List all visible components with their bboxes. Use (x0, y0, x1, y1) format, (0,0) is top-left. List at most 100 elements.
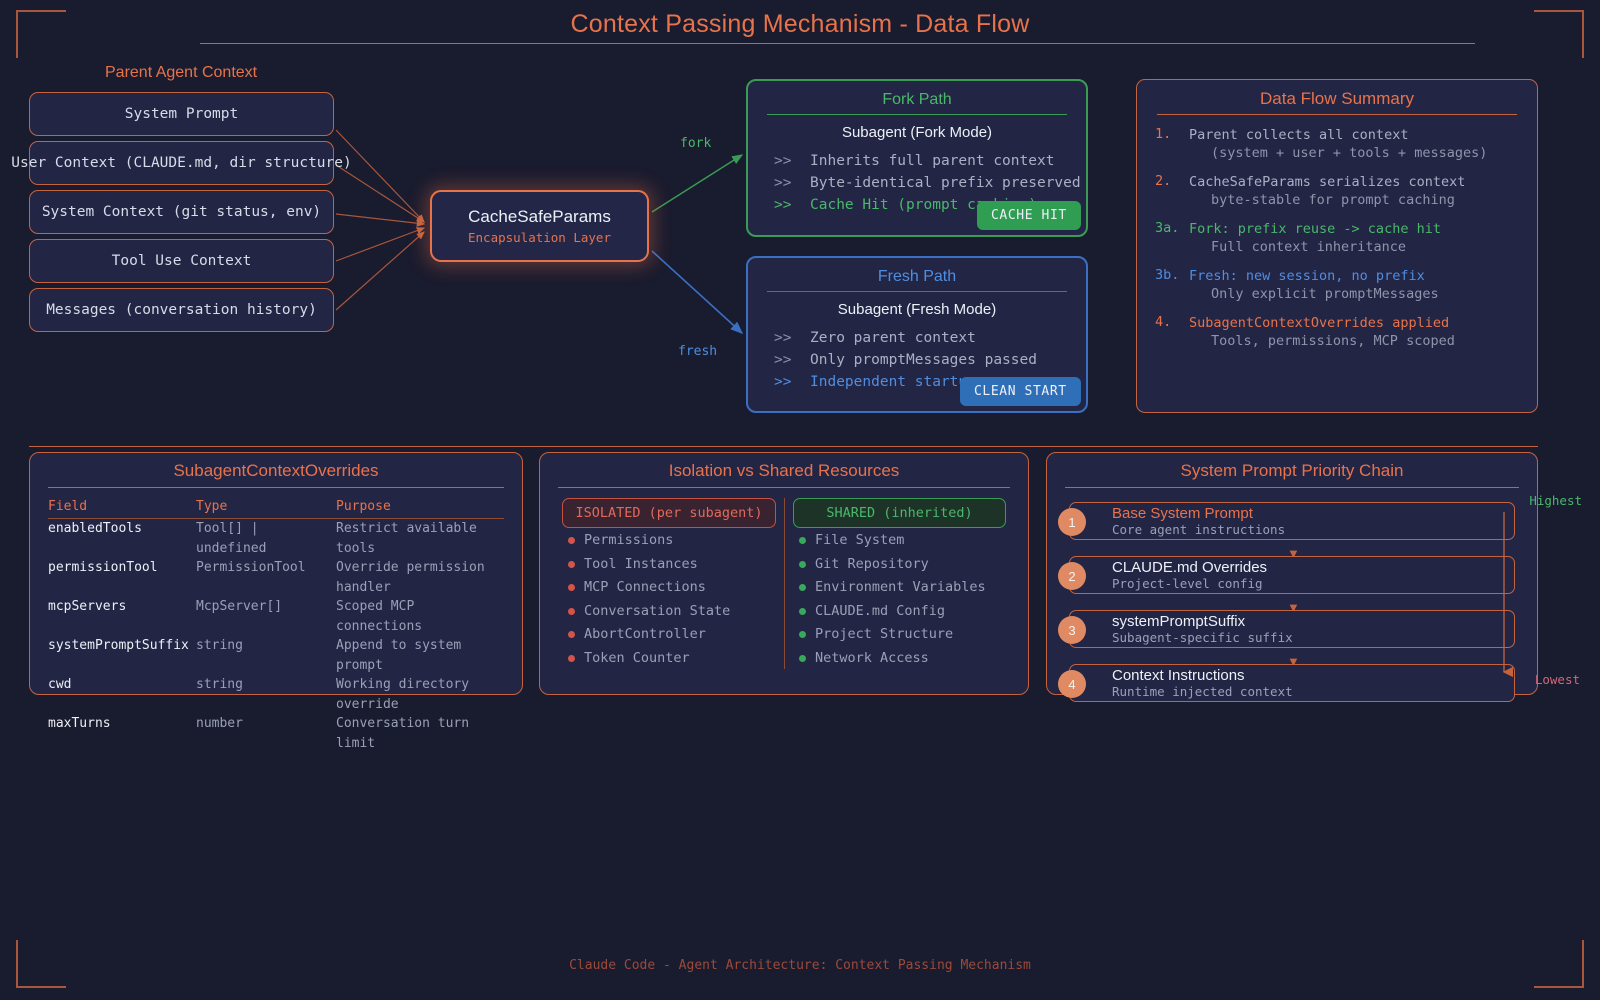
cell-field: systemPromptSuffix (48, 638, 189, 653)
bullet-dot-icon (568, 607, 575, 615)
bullet-marker: >> (774, 352, 792, 368)
context-box-system-prompt[interactable]: System Prompt (29, 92, 334, 136)
bullet-dot-icon (568, 537, 575, 545)
list-item-label: Git Repository (815, 555, 929, 572)
summary-step-number: 1. (1155, 126, 1172, 142)
bullet-marker: >> (774, 374, 792, 390)
table-row: permissionTool PermissionTool Override p… (48, 558, 504, 597)
fresh-path-bullets: >> Zero parent context >> Only promptMes… (748, 327, 1086, 393)
list-item-label: Token Counter (584, 649, 690, 666)
priority-step-3[interactable]: 3 systemPromptSuffix Subagent-specific s… (1058, 610, 1515, 648)
cell-field: enabledTools (48, 521, 142, 536)
bullet-text: Byte-identical prefix preserved (810, 175, 1081, 191)
edge-label-fresh: fresh (678, 344, 718, 359)
table-row: enabledTools Tool[] | undefined Restrict… (48, 519, 504, 558)
bullet-dot-icon (799, 607, 806, 615)
overrides-divider (48, 487, 504, 488)
cell-field: cwd (48, 677, 72, 692)
isolation-divider (558, 487, 1010, 488)
list-item: >> Zero parent context (774, 327, 1086, 349)
step-number-badge: 2 (1058, 562, 1086, 590)
cell-type: string (196, 638, 243, 653)
list-item: Git Repository (793, 554, 1006, 576)
shared-header: SHARED (inherited) (793, 498, 1006, 528)
step-desc: Runtime injected context (1112, 683, 1293, 699)
bullet-marker: >> (774, 153, 792, 169)
bullet-marker: >> (774, 175, 792, 191)
list-item: Project Structure (793, 624, 1006, 646)
cell-type: Tool[] | undefined (196, 521, 267, 556)
bullet-dot-icon (568, 584, 575, 592)
isolation-panel: Isolation vs Shared Resources ISOLATED (… (539, 452, 1029, 695)
list-item: 3b. Fresh: new session, no prefix Only e… (1137, 267, 1537, 303)
list-item-label: Conversation State (584, 602, 731, 619)
fork-path-divider (767, 114, 1067, 115)
cell-type: PermissionTool (196, 560, 306, 575)
table-row: mcpServers McpServer[] Scoped MCP connec… (48, 597, 504, 636)
list-item-label: Environment Variables (815, 579, 986, 595)
summary-step-line1: Fresh: new session, no prefix (1189, 268, 1425, 284)
context-box-system-context[interactable]: System Context (git status, env) (29, 190, 334, 234)
status-badge-cache-hit: CACHE HIT (977, 201, 1081, 230)
shared-column: SHARED (inherited) File System Git Repos… (784, 498, 1014, 669)
bullet-text: Zero parent context (810, 330, 976, 346)
overrides-panel: SubagentContextOverrides Field Type Purp… (29, 452, 523, 751)
summary-step-number: 3a. (1155, 220, 1180, 236)
list-item: File System (793, 530, 1006, 552)
context-box-messages[interactable]: Messages (conversation history) (29, 288, 334, 332)
summary-step-line2: Tools, permissions, MCP scoped (1211, 333, 1455, 349)
step-desc: Project-level config (1112, 575, 1263, 591)
list-item: >> Byte-identical prefix preserved (774, 172, 1086, 194)
step-number-badge: 3 (1058, 616, 1086, 644)
bullet-marker: >> (774, 197, 792, 213)
cell-purpose: Override permission handler (336, 560, 485, 595)
isolation-title: Isolation vs Shared Resources (668, 461, 900, 480)
step-name: systemPromptSuffix (1112, 612, 1246, 630)
cell-field: maxTurns (48, 716, 111, 731)
bullet-text: Inherits full parent context (810, 153, 1055, 169)
bullet-dot-icon (799, 584, 806, 592)
corner-bracket-top-left (16, 10, 66, 58)
isolated-header: ISOLATED (per subagent) (562, 498, 776, 528)
summary-step-line1: Fork: prefix reuse -> cache hit (1189, 221, 1441, 237)
overrides-title: SubagentContextOverrides (173, 461, 379, 480)
cachesafeparams-title: CacheSafeParams (468, 207, 611, 226)
step-number-badge: 1 (1058, 508, 1086, 536)
fork-path-subtitle: Subagent (Fork Mode) (841, 124, 993, 141)
bullet-text: Independent startup (810, 374, 976, 390)
corner-bracket-top-right (1534, 10, 1584, 58)
bullet-marker: >> (774, 330, 792, 346)
context-box-tool-use[interactable]: Tool Use Context (29, 239, 334, 283)
column-header-field: Field (48, 499, 88, 514)
column-header-purpose: Purpose (336, 499, 391, 514)
page-title: Context Passing Mechanism - Data Flow (570, 10, 1030, 38)
cachesafeparams-subtitle: Encapsulation Layer (468, 230, 611, 245)
list-item-label: MCP Connections (584, 579, 706, 595)
list-item-label: Network Access (815, 649, 929, 666)
list-item: >> Independent startup (774, 371, 1086, 393)
cell-purpose: Conversation turn limit (336, 716, 470, 751)
cell-type: string (196, 677, 243, 692)
summary-step-line2: Only explicit promptMessages (1211, 286, 1439, 302)
cell-type: McpServer[] (196, 599, 283, 614)
parent-context-label: Parent Agent Context (105, 64, 258, 81)
step-name: CLAUDE.md Overrides (1112, 558, 1268, 576)
list-item-label: Tool Instances (584, 555, 698, 572)
list-item-label: Project Structure (815, 626, 954, 642)
priority-step-4[interactable]: 4 Context Instructions Runtime injected … (1058, 664, 1515, 702)
table-header-row: Field Type Purpose (48, 499, 504, 519)
step-name: Base System Prompt (1112, 504, 1253, 522)
list-item: Environment Variables (793, 577, 1006, 599)
cell-purpose: Append to system prompt (336, 638, 462, 673)
fresh-path-subtitle: Subagent (Fresh Mode) (837, 301, 997, 318)
summary-divider (1157, 114, 1517, 115)
context-box-user-context[interactable]: User Context (CLAUDE.md, dir structure) (11, 141, 352, 185)
priority-step-1[interactable]: 1 Base System Prompt Core agent instruct… (1058, 502, 1515, 540)
priority-lowest-label: Lowest (1534, 672, 1580, 687)
cachesafeparams-node[interactable]: CacheSafeParams Encapsulation Layer (430, 190, 649, 262)
fresh-path-divider (767, 291, 1067, 292)
cell-purpose: Restrict available tools (336, 521, 477, 556)
data-flow-summary-panel: Data Flow Summary 1. Parent collects all… (1136, 79, 1538, 413)
priority-step-2[interactable]: 2 CLAUDE.md Overrides Project-level conf… (1058, 556, 1515, 594)
list-item: Token Counter (562, 648, 776, 670)
